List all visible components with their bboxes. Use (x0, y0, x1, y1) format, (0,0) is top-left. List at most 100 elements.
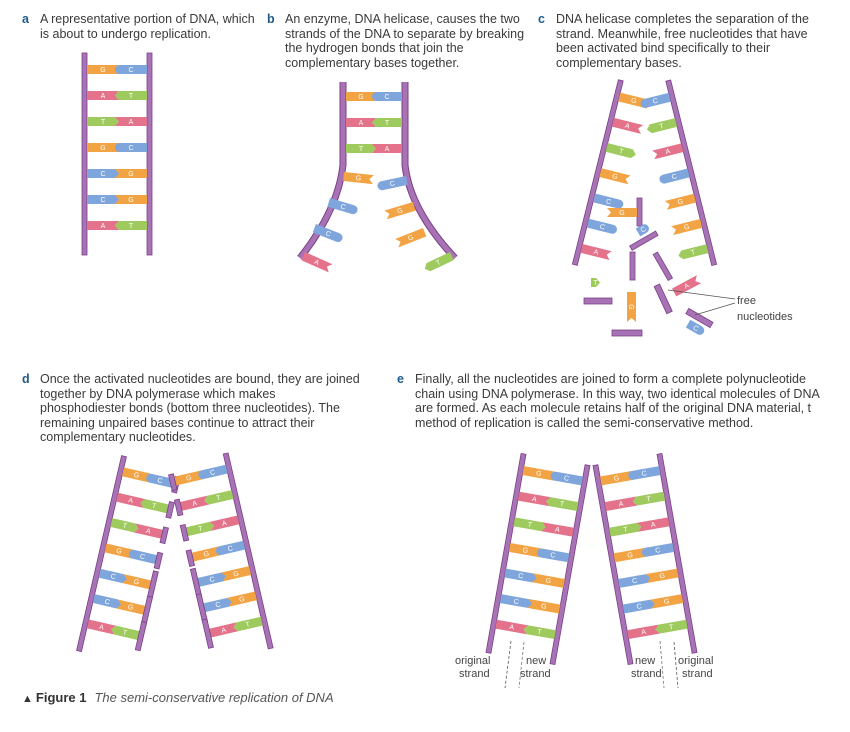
panel-d-right-nucbackbone-0 (168, 473, 178, 491)
panel-d-left-pair-2-right (133, 523, 163, 539)
panel-e-left-ladder-right-backbone (549, 464, 591, 666)
panel-c-nuc1-backbone (636, 197, 643, 227)
panel-e-right-ladder-pair-2-right-letter: A (650, 521, 656, 529)
panel-b-right-base-3 (424, 252, 454, 272)
panel-d-left-newbackbone-6 (134, 620, 148, 652)
panel-e-left-ladder-pair-2-left-letter: T (527, 522, 533, 530)
panel-c-right-base-3-letter: C (671, 173, 678, 181)
panel-a-ladder-pair-4-left (87, 169, 119, 178)
panel-c-nuc2-base (635, 224, 649, 237)
free-label-line2: nucleotides (737, 311, 793, 323)
panel-a-ladder-pair-0-right-letter: C (128, 67, 133, 74)
panel-b-free-right-2: G (395, 228, 427, 248)
panel-e-left-ladder-pair-4-right-letter: G (545, 578, 552, 586)
panel-b-pair-2-right-letter: A (385, 146, 390, 153)
panel-e-right-ladder-pair-2-left-letter: T (623, 526, 629, 534)
panel-e-left-ladder-pair-2-right-letter: A (554, 526, 560, 534)
panel-b-free-right-0: C (377, 176, 408, 191)
panel-a-ladder-pair-4-left-letter: C (100, 171, 105, 178)
panel-d-left-backbone (76, 455, 127, 653)
panel-d-right-pair-2-right-letter: A (221, 520, 227, 528)
panel-e-left-ladder-pair-3-right-letter: C (550, 552, 556, 560)
free-label-line1: free (737, 295, 756, 307)
figure-number: Figure 1 (35, 690, 87, 705)
panel-c-nuc1-base (607, 208, 637, 217)
panel-b-pair-1-right (372, 118, 402, 127)
panel-d-left-pair-0-right-letter: C (157, 477, 164, 485)
panel-e-letter: e (397, 372, 404, 386)
panel-a-ladder-pair-6-right-letter: T (129, 223, 134, 230)
panel-d-left-pair-6-right-letter: T (122, 629, 128, 637)
panel-c-right-base-2 (652, 143, 684, 160)
original-strand-label-1-line1: original (455, 655, 490, 667)
panel-e-right-ladder-pair-5-right (650, 594, 684, 609)
panel-c-free4-base-letter: C (692, 325, 700, 334)
panel-e-right-ladder-pair-3-right (641, 542, 675, 557)
panel-c-free4-backbone (685, 307, 714, 329)
panel-c-left-base-5 (586, 218, 617, 234)
panel-b-right-base-1 (384, 202, 416, 220)
panel-a-ladder-pair-2-left-letter: T (101, 119, 106, 126)
panel-a-ladder-pair-4-right (115, 169, 147, 178)
panel-d-left-pair-0-left (121, 467, 152, 483)
free-pointer-line-1 (667, 289, 736, 300)
panel-a-ladder-pair-6-left-letter: A (101, 223, 106, 230)
panel-c-nucleotide-4 (629, 251, 636, 281)
panel-c-right-base-6 (678, 244, 709, 260)
panel-e-right-ladder-pair-1-left (604, 496, 638, 512)
panel-e-right-ladder-pair-0-right-letter: C (641, 470, 647, 478)
panel-b-right-base-2 (395, 228, 427, 248)
panel-a-ladder-pair-6-right (115, 221, 147, 230)
panel-e-left-ladder-pair-6-left (495, 619, 529, 635)
free-pointer-line-2 (694, 302, 736, 316)
panel-c-letter: c (538, 12, 545, 26)
panel-b-free-left-3: A (301, 252, 333, 273)
panel-a-ladder-pair-0-left (87, 65, 119, 74)
panel-b-free-right-1: G (384, 202, 416, 220)
panel-e-left-ladder-pair-4-left-letter: C (518, 573, 524, 581)
panel-d-left-nucbackbone-1 (165, 501, 175, 519)
panel-d-left-pair-6-left (86, 619, 117, 635)
panel-d-left-pair-3-left (104, 543, 134, 559)
panel-d-right-pair-4-left (197, 572, 226, 587)
panel-c-left-base-3 (599, 168, 631, 185)
panel-d-right-pair-1-left (179, 495, 210, 511)
panel-e-left-ladder-pair-6-right-letter: T (537, 629, 543, 637)
panel-d-right-pair-4-right-letter: G (233, 571, 240, 579)
panel-d-right-nucbackbone-1 (173, 498, 184, 517)
panel-a-ladder-pair-4-right-letter: G (128, 171, 133, 178)
panel-a-ladder-pair-1-left (87, 91, 119, 100)
panel-c-description: DNA helicase completes the separation of… (556, 12, 809, 70)
panel-b-text: b An enzyme, DNA helicase, causes the tw… (267, 12, 530, 70)
panel-a-ladder-pair-5-left-letter: C (100, 197, 105, 204)
panel-e-left-ladder-pair-3-right (537, 548, 570, 563)
original-strand-label-2-line1: original (678, 655, 713, 667)
panel-a-ladder-pair-0-right (115, 65, 147, 74)
panel-d-left-pair-2-left-letter: T (122, 523, 128, 531)
panel-e-right-ladder-pair-5-left (622, 599, 655, 614)
panel-d-left-pair-1-right (140, 499, 169, 514)
figure-title: The semi-conservative replication of DNA (94, 690, 334, 705)
original-dash-1 (504, 640, 512, 689)
panel-e-left-ladder-pair-0-left (522, 466, 556, 481)
panel-b-right-backbone (402, 82, 457, 260)
panel-c-right-base-2-letter: A (665, 148, 672, 156)
panel-e-left-ladder-pair-4-right (531, 573, 565, 588)
panel-d-right-pair-4-right (220, 566, 252, 582)
panel-e-right-ladder-pair-0-left (600, 471, 634, 486)
panel-d-right-pair-0-left (174, 470, 204, 486)
panel-b-pair-2-right (372, 144, 402, 153)
panel-c-free-2 (611, 329, 643, 337)
panel-c-right-base-4-letter: G (677, 198, 684, 206)
panel-d-right-pair-3-right (215, 540, 246, 556)
panel-e-right-ladder-pair-0-left-letter: G (613, 475, 620, 483)
panel-e-left-ladder-pair-5-right (527, 599, 561, 614)
panel-c-free-5: A (672, 275, 702, 297)
panel-e-left-ladder-pair-3-left (508, 542, 542, 558)
panel-c-free2-base (627, 292, 636, 322)
panel-b-left-base-2-letter: C (324, 230, 331, 238)
panel-c-nucleotide-2: C (629, 224, 659, 251)
panel-d-right-pair-2-left (185, 521, 215, 537)
